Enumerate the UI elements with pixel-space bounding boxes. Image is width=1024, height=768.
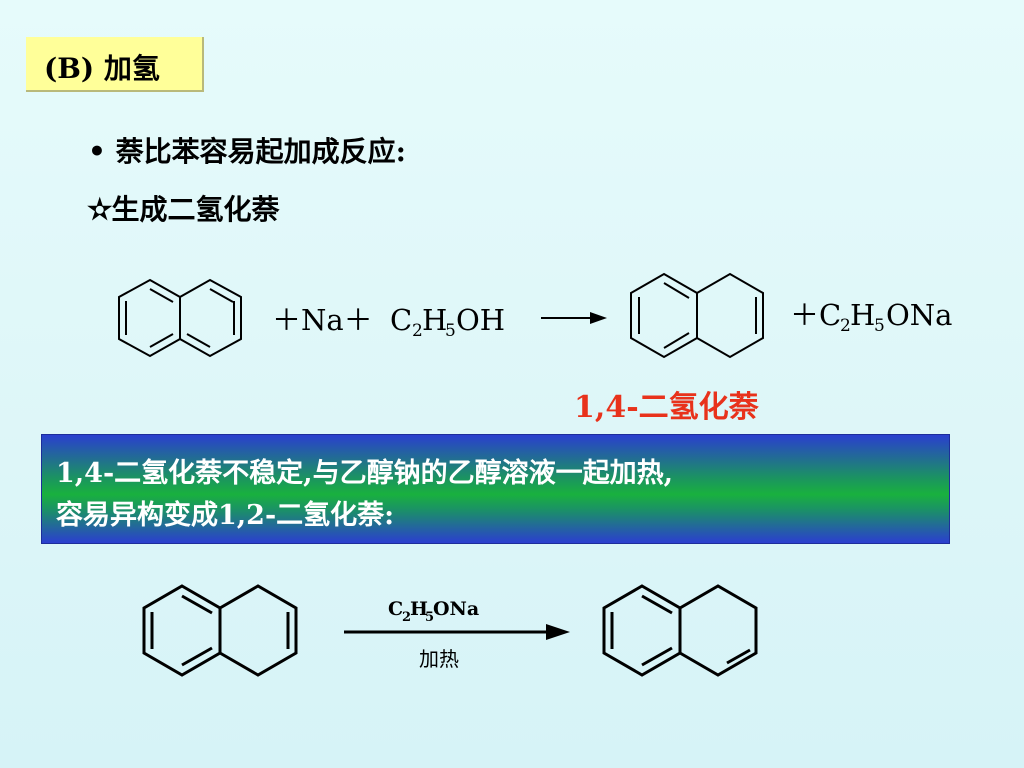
product-sub5: 5 <box>874 316 885 336</box>
condition-ona: ONa <box>433 598 479 620</box>
bullet-dihydronaphthalene: ✫生成二氢化萘 <box>88 193 280 226</box>
condition-heat: 加热 <box>419 647 459 671</box>
product-sub2: 2 <box>840 316 851 336</box>
reagent-sub5: 5 <box>445 321 456 341</box>
condition-sub5: 5 <box>425 610 434 625</box>
reaction-arrow-1 <box>541 312 607 324</box>
reaction-arrow-2 <box>344 624 570 640</box>
naphthalene-structure <box>118 278 242 358</box>
condition-c: C <box>388 598 403 620</box>
reagent-sub2: 2 <box>412 321 423 341</box>
reagent-h: H <box>422 303 447 337</box>
reagent-c: C <box>390 303 412 337</box>
bullet-naphthalene-addition: • 萘比苯容易起加成反应: <box>88 135 406 168</box>
condition-sub2: 2 <box>402 610 411 625</box>
product-plus-c: ＋C <box>790 298 841 332</box>
dihydronaphthalene-14-reactant <box>142 584 298 677</box>
banner-line-1: 1,4-二氢化萘不稳定,与乙醇钠的乙醇溶液一起加热, <box>56 458 673 489</box>
reagent-plus-na: ＋Na＋ <box>272 303 373 337</box>
product-ona: ONa <box>886 298 952 332</box>
product-h: H <box>850 298 875 332</box>
section-title-box: (B) 加氢 <box>26 37 204 92</box>
banner-line-2: 容易异构变成1,2-二氢化萘: <box>56 500 395 531</box>
info-banner: 1,4-二氢化萘不稳定,与乙醇钠的乙醇溶液一起加热, 容易异构变成1,2-二氢化… <box>41 434 950 544</box>
reagent-oh: OH <box>456 303 505 337</box>
product-label-14: 1,4-二氢化萘 <box>574 390 759 425</box>
dihydronaphthalene-14-structure <box>630 272 764 359</box>
condition-h: H <box>410 598 428 620</box>
dihydronaphthalene-12-product <box>602 584 758 677</box>
section-title: (B) 加氢 <box>44 52 160 85</box>
